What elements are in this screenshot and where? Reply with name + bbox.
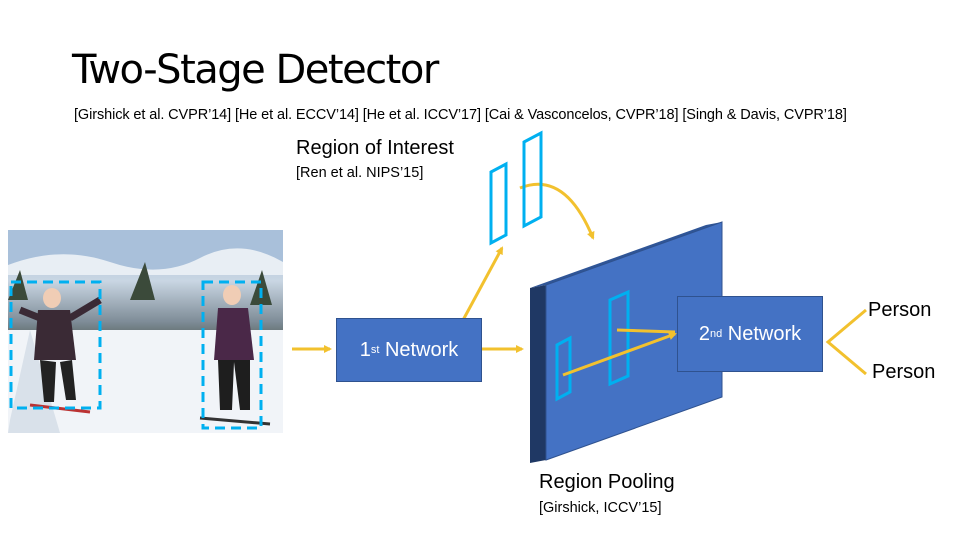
second-network-number: 2 bbox=[698, 322, 710, 345]
output-person-1: Person bbox=[868, 299, 932, 321]
output-bracket bbox=[825, 308, 867, 376]
first-network-number: 1 bbox=[359, 338, 371, 361]
references: [Girshick et al. CVPR’14] [He et al. ECC… bbox=[74, 107, 847, 123]
slide-title: Two-Stage Detector bbox=[72, 47, 439, 93]
input-photo bbox=[8, 230, 283, 433]
feature-map bbox=[530, 221, 723, 463]
region-pooling-reference: [Girshick, ICCV’15] bbox=[539, 500, 662, 516]
arrow-feature-to-second-b bbox=[616, 328, 676, 334]
roi-regions bbox=[489, 130, 543, 246]
roi-reference: [Ren et al. NIPS’15] bbox=[296, 165, 424, 181]
region-pooling-label: Region Pooling bbox=[539, 471, 675, 493]
arrow-roi-to-feature bbox=[519, 182, 595, 240]
arrow-feature-to-second bbox=[562, 332, 677, 377]
second-network-label: Network bbox=[727, 322, 802, 345]
roi-label: Region of Interest bbox=[296, 137, 454, 159]
arrow-first-to-roi bbox=[460, 246, 504, 323]
output-person-2: Person bbox=[872, 361, 936, 383]
first-network-label: Network bbox=[384, 338, 459, 361]
